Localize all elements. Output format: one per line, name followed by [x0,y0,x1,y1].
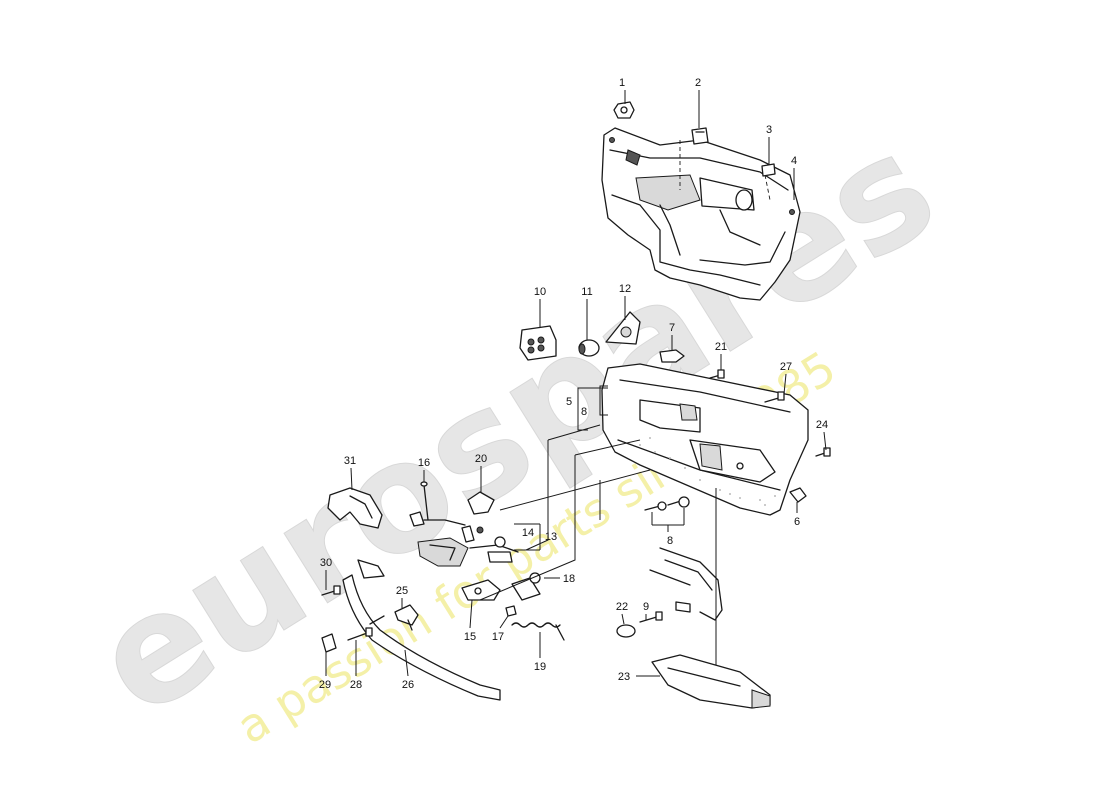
watermark-brand: eurospares [67,100,964,750]
watermark: eurospares a passion for parts since 198… [66,100,964,754]
callout-label: 1 [619,77,625,89]
callout-label: 29 [319,679,331,691]
callout-label: 28 [350,679,362,691]
callout-20: 20 [475,453,487,492]
callout-26: 26 [402,649,414,691]
callout-label: 27 [780,361,792,373]
callout-label: 11 [581,286,592,298]
callout-label: 15 [464,631,476,643]
callout-label: 9 [643,601,649,613]
callout-24: 24 [816,419,828,451]
callout-label: 14 [522,527,534,539]
callout-12: 12 [619,283,631,320]
part-23-armrest [651,654,771,709]
callout-label: 12 [619,283,631,295]
callout-label: 26 [402,679,414,691]
callout-label: 7 [669,322,675,334]
part-13-14-lock-assembly [409,511,519,567]
callout-label: 16 [418,457,430,469]
part-30-bracket [321,559,385,596]
callout-label: 4 [791,155,797,167]
part-3-clip [761,163,776,177]
guide-lines [479,385,717,665]
part-2-clip [691,127,709,145]
part-11-bulb [578,339,600,357]
part-1-grommet [613,101,635,119]
callout-8-upper: 8 [581,406,587,418]
callouts: 1 2 3 4 10 11 12 7 21 27 5 8 24 6 8 31 1… [319,77,828,691]
callout-13: 13 [545,531,557,543]
callout-14: 14 [514,523,541,551]
callout-label: 3 [766,124,772,136]
lower-door-panel [639,547,723,623]
callout-4: 4 [791,155,797,200]
callout-label: 19 [534,661,546,673]
part-20-connector [467,491,495,515]
part-10-switch [519,325,557,361]
part-17-clip [505,605,517,617]
callout-23: 23 [618,671,660,683]
door-trim-panel [601,363,809,516]
callout-11: 11 [581,286,593,340]
callout-2: 2 [695,77,701,128]
callout-9: 9 [643,601,649,620]
callout-30: 30 [320,557,332,590]
callout-label: 10 [534,286,546,298]
part-28-screw [347,627,373,641]
callout-27: 27 [780,361,792,395]
callout-label: 20 [475,453,487,465]
callout-label: 5 [566,396,572,408]
callout-6: 6 [794,502,800,528]
callout-10: 10 [534,286,546,328]
callout-21: 21 [715,341,727,370]
callout-label: 31 [344,455,356,467]
screws-upper [709,369,831,457]
callout-29: 29 [319,652,331,691]
callout-16: 16 [418,457,430,482]
callout-17: 17 [492,615,509,643]
callout-label: 6 [794,516,800,528]
callout-label: 13 [545,531,557,543]
part-12-tweeter-cover [605,311,641,345]
callout-31: 31 [344,455,356,491]
part-19-spring [511,622,565,641]
part-7-clip [659,349,685,363]
part-29-clip [321,633,337,653]
callout-label: 23 [618,671,630,683]
callout-3: 3 [766,124,772,164]
part-22-cap [616,624,636,638]
callout-label: 25 [396,585,408,597]
part-6-clip [789,487,807,503]
callout-25: 25 [396,585,408,608]
callout-18: 18 [544,573,575,585]
part-25-latch [394,604,419,631]
callout-label: 2 [695,77,701,89]
callout-5: 5 [566,396,572,408]
callout-label: 21 [715,341,727,353]
callout-15: 15 [464,599,476,643]
callout-label: 17 [492,631,504,643]
part-31-trim-cover [327,487,383,529]
callout-label: 30 [320,557,332,569]
callout-label: 24 [816,419,828,431]
callout-19: 19 [534,632,546,673]
door-carrier-frame [601,127,801,301]
callout-1: 1 [619,77,626,104]
part-26-cable [342,574,501,701]
part-8-screws [644,496,690,511]
callout-label: 8 [581,406,587,418]
part-15-lever [461,579,501,601]
callout-label: 18 [563,573,575,585]
callout-8-lower: 8 [651,508,685,547]
callout-28: 28 [350,640,362,691]
part-16-rod [420,481,429,521]
callout-label: 8 [667,535,673,547]
callout-22: 22 [616,601,628,625]
callout-7: 7 [669,322,675,350]
callout-label: 22 [616,601,628,613]
